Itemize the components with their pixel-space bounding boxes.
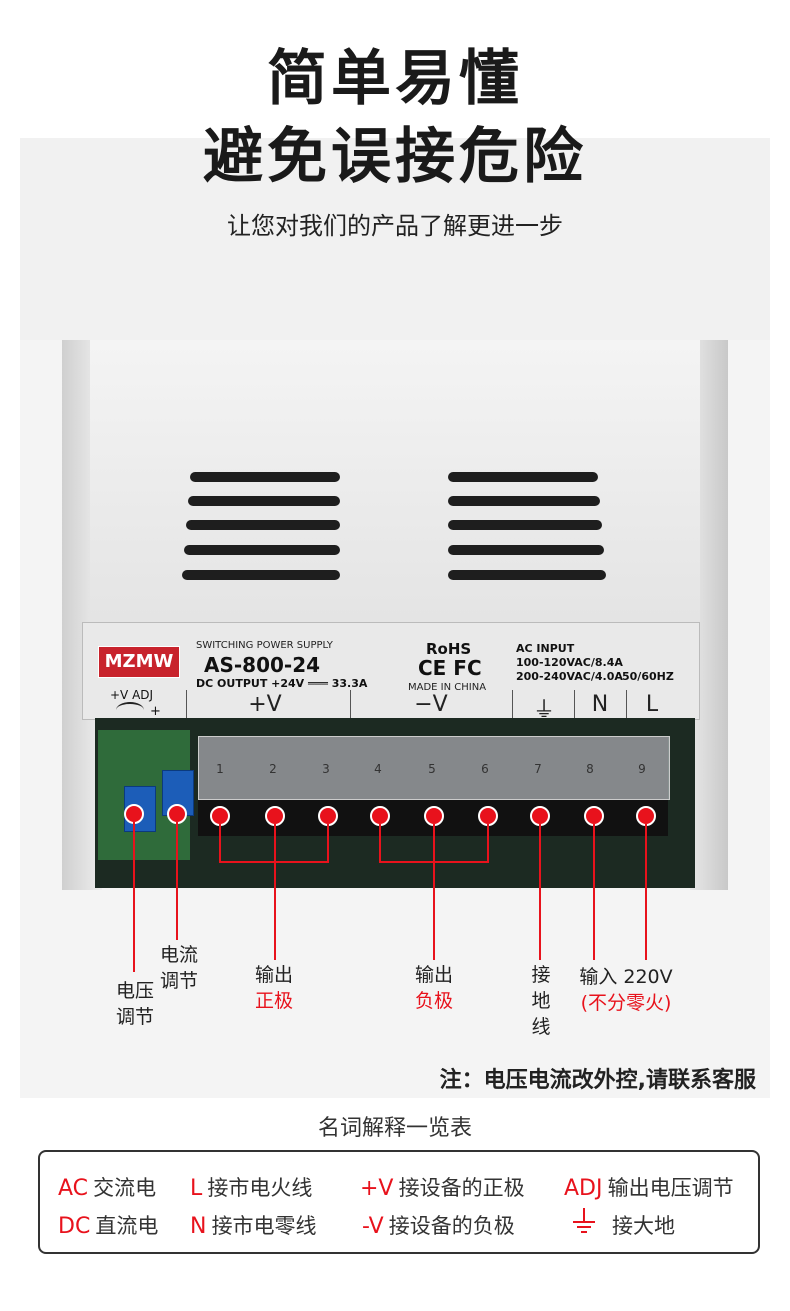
vent-slot (188, 496, 340, 506)
marker-dot (210, 806, 230, 826)
pointer-line (433, 824, 435, 960)
vent-slot (448, 520, 602, 530)
vent-slot (190, 472, 340, 482)
pointer-line (327, 824, 329, 862)
rohs-mark: RoHS (426, 640, 472, 658)
rotate-arrow-icon (116, 702, 144, 718)
annotation-ground: 接 地 线 (531, 964, 551, 1038)
marker-dot (584, 806, 604, 826)
terminal-number: 1 (216, 762, 224, 776)
glossary-box (38, 1150, 760, 1254)
bracket-line (379, 861, 489, 863)
vent-slot (448, 545, 604, 555)
marker-dot (318, 806, 338, 826)
marker-dot (478, 806, 498, 826)
bracket-line (219, 861, 329, 863)
contact-note: 注：电压电流改外控,请联系客服 (439, 1068, 756, 1093)
type-text: SWITCHING POWER SUPPLY (196, 640, 333, 651)
ac-input-2: 200-240VAC/4.0A (516, 670, 623, 683)
terminal-number: 7 (534, 762, 542, 776)
annotation-output-negative: 输出 负极 (414, 964, 453, 1012)
headline-line2: 避免误接危险 (203, 122, 587, 192)
pointer-line (539, 824, 541, 960)
ac-input-1: 100-120VAC/8.4A (516, 656, 623, 669)
model-number: AS-800-24 (204, 653, 321, 677)
pointer-line (379, 824, 381, 862)
marker-dot (530, 806, 550, 826)
glossary-item-ac: AC 交流电 (58, 1176, 157, 1201)
label-divider (186, 690, 187, 718)
ground-icon: ⏚ (532, 698, 555, 723)
pointer-line (274, 824, 276, 960)
annotation-input: 输入 220V (不分零火) (579, 966, 673, 1014)
vent-slot (186, 520, 340, 530)
product-label (82, 622, 700, 720)
terminal-number: 5 (428, 762, 436, 776)
terminal-label-minus-v: −V (414, 692, 448, 717)
vent-slot (448, 570, 606, 580)
vent-slot (448, 472, 598, 482)
pointer-line (487, 824, 489, 862)
psu-top-cover (90, 340, 700, 622)
marker-dot (167, 804, 187, 824)
terminal-number: 8 (586, 762, 594, 776)
ac-input-title: AC INPUT (516, 642, 575, 655)
marker-dot (265, 806, 285, 826)
pointer-line (645, 824, 647, 960)
frequency: 50/60HZ (622, 670, 674, 683)
annotation-output-positive: 输出 正极 (254, 964, 293, 1012)
glossary-item-plus-v: +V 接设备的正极 (360, 1176, 525, 1201)
marker-dot (124, 804, 144, 824)
terminal-label-n: N (591, 692, 609, 717)
vent-slot (448, 496, 600, 506)
adj-label: +V ADJ (110, 688, 154, 702)
made-in: MADE IN CHINA (408, 682, 487, 693)
brand-logo: MZMW (98, 646, 180, 678)
annotation-current-adj: 电流 调节 (159, 944, 198, 992)
label-divider (626, 690, 627, 718)
terminal-number: 3 (322, 762, 330, 776)
terminal-number: 4 (374, 762, 382, 776)
pointer-line (219, 824, 221, 862)
terminal-cover (198, 736, 670, 800)
ground-icon (570, 1206, 598, 1236)
adj-plus: + (150, 704, 161, 719)
headline-line1: 简单易懂 (267, 44, 523, 114)
glossary-title: 名词解释一览表 (317, 1116, 472, 1141)
glossary-item-l: L 接市电火线 (190, 1176, 313, 1201)
dc-output: DC OUTPUT +24V ═══ 33.3A (196, 677, 368, 690)
subtitle: 让您对我们的产品了解更进一步 (227, 212, 563, 240)
glossary-item-adj: ADJ 输出电压调节 (564, 1176, 734, 1201)
glossary-item-minus-v: -V 接设备的负极 (362, 1214, 515, 1239)
glossary-item-dc: DC 直流电 (58, 1214, 159, 1239)
terminal-number: 6 (481, 762, 489, 776)
pointer-line (593, 824, 595, 960)
marker-dot (370, 806, 390, 826)
label-divider (512, 690, 513, 718)
label-divider (574, 690, 575, 718)
pointer-line (133, 822, 135, 972)
label-divider (350, 690, 351, 718)
terminal-label-plus-v: +V (248, 692, 282, 717)
terminal-number: 9 (638, 762, 646, 776)
vent-slot (184, 545, 340, 555)
marker-dot (636, 806, 656, 826)
marker-dot (424, 806, 444, 826)
glossary-item-ground: 接大地 (612, 1214, 675, 1238)
pointer-line (176, 822, 178, 940)
ce-fc-mark: CE FC (418, 656, 482, 680)
annotation-voltage-adj: 电压 调节 (115, 980, 154, 1028)
glossary-item-n: N 接市电零线 (190, 1214, 317, 1239)
terminal-number: 2 (269, 762, 277, 776)
vent-slot (182, 570, 340, 580)
terminal-label-l: L (645, 692, 659, 717)
